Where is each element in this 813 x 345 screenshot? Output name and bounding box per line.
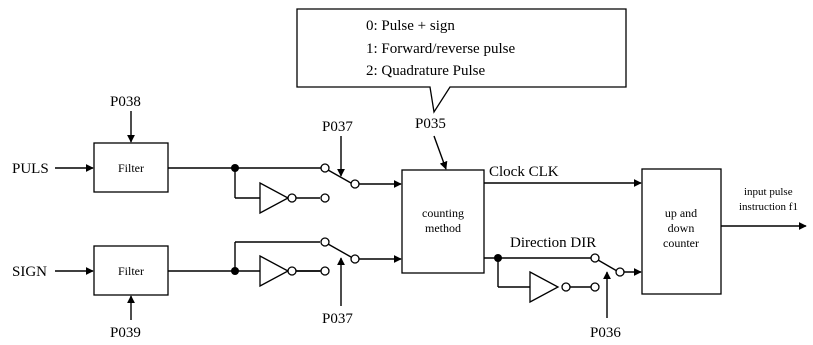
p036-label: P036 bbox=[590, 325, 621, 341]
p039-label: P039 bbox=[110, 325, 141, 341]
inverter-icon bbox=[259, 254, 290, 288]
sign-channel bbox=[168, 237, 402, 288]
updown-counter-box bbox=[641, 168, 722, 295]
inverter-icon bbox=[259, 181, 290, 215]
direction-channel bbox=[484, 253, 642, 304]
inverter-icon bbox=[529, 270, 560, 304]
selector-switch bbox=[597, 259, 618, 272]
selector-switch bbox=[327, 169, 352, 184]
puls-channel bbox=[168, 163, 402, 215]
filter-top-label: Filter bbox=[118, 161, 144, 175]
clock-clk-label: Clock CLK bbox=[489, 164, 559, 180]
filter-bottom-label: Filter bbox=[118, 264, 144, 278]
p037-top-label: P037 bbox=[322, 119, 353, 135]
p035-arrow bbox=[433, 135, 448, 170]
counter-line3: counter bbox=[663, 236, 699, 250]
p037-bottom-label: P037 bbox=[322, 311, 353, 327]
counting-method-line2: method bbox=[425, 221, 461, 235]
p038-label: P038 bbox=[110, 94, 141, 110]
callout-box: 0: Pulse + sign 1: Forward/reverse pulse… bbox=[296, 8, 627, 114]
selector-switch bbox=[327, 243, 352, 258]
output-line1: input pulse bbox=[744, 186, 793, 198]
callout-line-1: 1: Forward/reverse pulse bbox=[366, 41, 515, 57]
counting-method-box bbox=[401, 169, 485, 274]
filter-top-box bbox=[93, 142, 169, 193]
puls-label: PULS bbox=[12, 161, 49, 177]
filter-bottom-box bbox=[93, 245, 169, 296]
callout-line-0: 0: Pulse + sign bbox=[366, 18, 455, 34]
sign-label: SIGN bbox=[12, 264, 47, 280]
output-line2: instruction f1 bbox=[739, 201, 798, 213]
counter-line1: up and bbox=[665, 206, 697, 220]
counter-line2: down bbox=[668, 221, 695, 235]
direction-dir-label: Direction DIR bbox=[510, 235, 596, 251]
counting-method-line1: counting bbox=[422, 206, 464, 220]
p035-label: P035 bbox=[415, 116, 446, 132]
callout-line-2: 2: Quadrature Pulse bbox=[366, 63, 485, 79]
